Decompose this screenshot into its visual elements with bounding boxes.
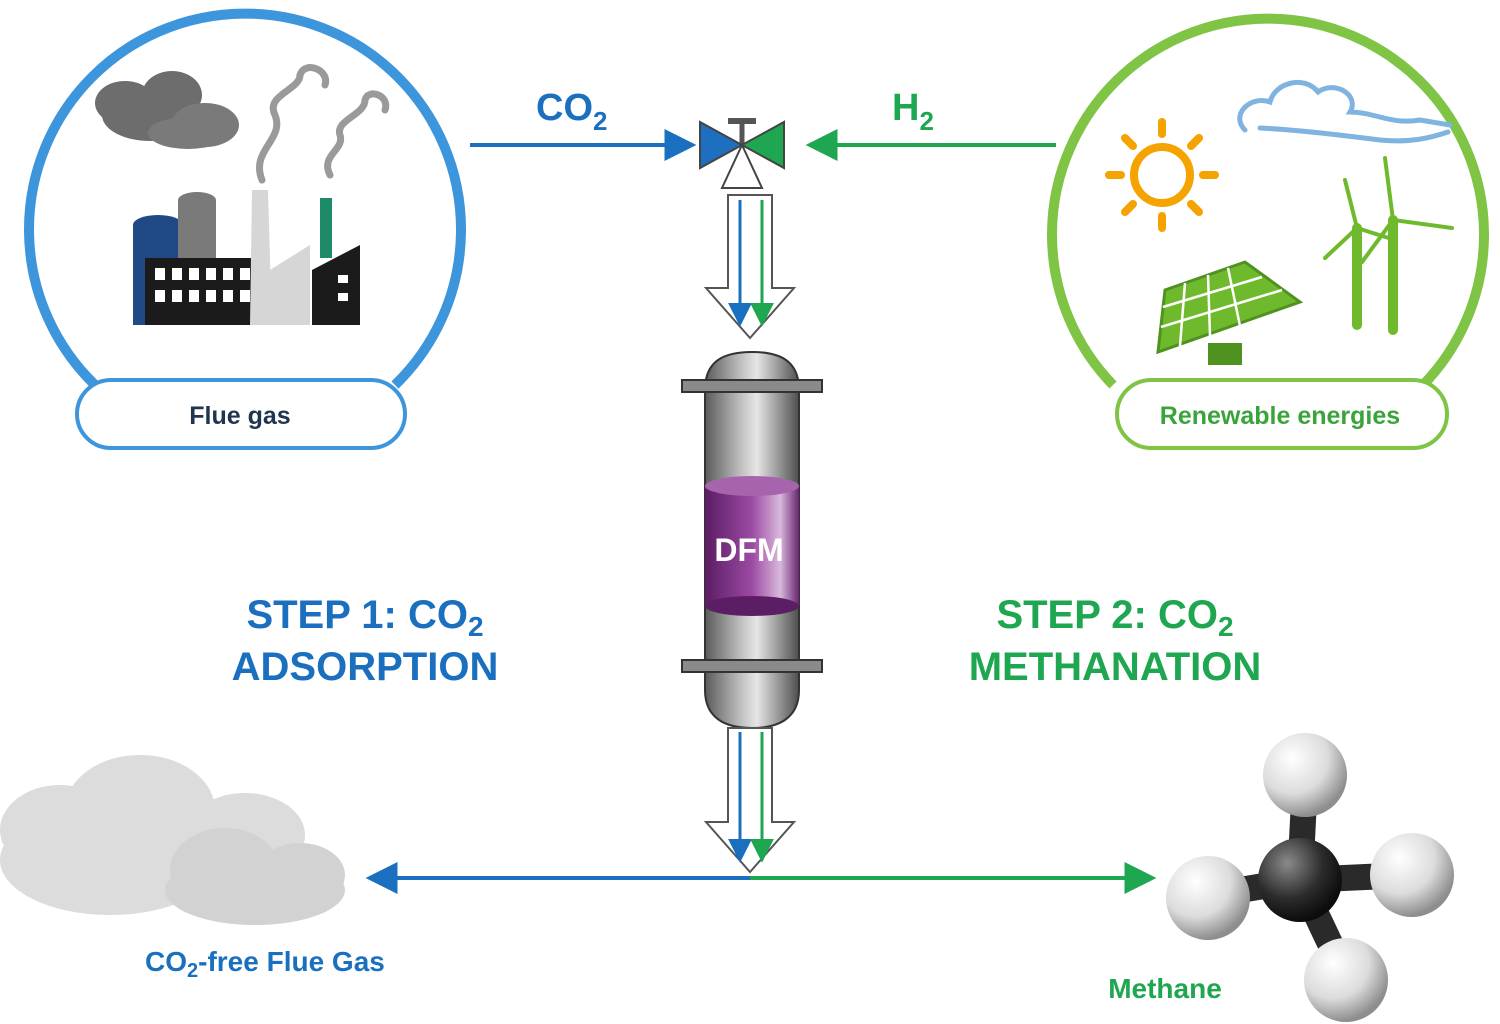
step1-subtitle: ADSORPTION [232,645,499,689]
smoke-icon [256,64,390,184]
step1-title: STEP 1: CO2 [246,593,483,642]
step2-subtitle: METHANATION [969,645,1262,689]
renewables-source: Renewable energies [1047,13,1489,450]
wind-icon [1237,80,1453,144]
dfm-label: DFM [714,532,783,568]
three-way-valve-icon [699,118,785,189]
flue-gas-label: Flue gas [189,402,290,430]
dfm-bed [705,476,799,616]
co2-inlet-label: CO2 [536,87,607,136]
step2-title: STEP 2: CO2 [996,593,1233,642]
flue-gas-source: Flue gas [24,8,466,450]
flue-gas-label-box [75,378,407,450]
solar-panel-icon [1156,260,1304,365]
reactor-vessel: DFM [681,350,823,730]
methane-molecule-icon [1166,733,1454,1022]
h2-inlet-label: H2 [892,87,934,136]
flue-gas-ring [24,8,466,389]
renewables-label: Renewable energies [1160,402,1400,430]
sun-icon [1105,118,1219,232]
renewables-label-box [1115,378,1449,450]
factory-icon [133,190,360,325]
renewables-ring [1047,13,1489,389]
feed-down-arrow [703,194,797,340]
clean-cloud-icon [0,755,345,925]
cloud-icon [95,71,239,149]
co2-free-flue-gas-label: CO2-free Flue Gas [145,946,385,982]
product-down-arrow [703,727,797,874]
wind-turbine-icon [1323,156,1454,335]
methane-label: Methane [1108,973,1222,1004]
